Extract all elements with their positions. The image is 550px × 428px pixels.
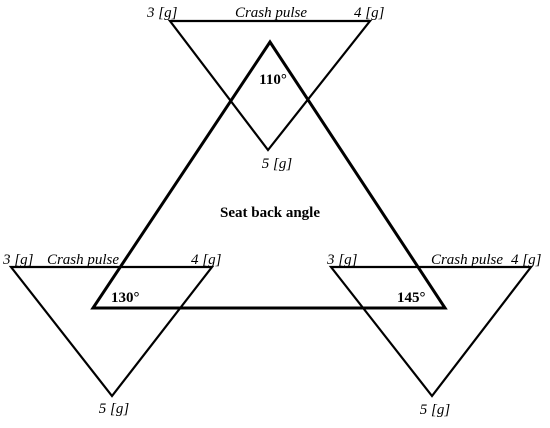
top-pulse-left-value: 3 [g] bbox=[146, 5, 178, 21]
seat-back-angle-title: Seat back angle bbox=[220, 205, 320, 221]
right-pulse-right-value: 4 [g] bbox=[511, 252, 542, 268]
crash-pulse-triangle-left bbox=[8, 265, 215, 398]
angle-left-label: 130° bbox=[111, 290, 140, 306]
top-pulse-bottom-value: 5 [g] bbox=[262, 156, 293, 172]
left-pulse-right-value: 4 [g] bbox=[191, 252, 222, 268]
right-pulse-title: Crash pulse bbox=[431, 252, 503, 268]
angle-right-label: 145° bbox=[397, 290, 426, 306]
right-pulse-bottom-value: 5 [g] bbox=[420, 402, 451, 418]
seat-back-angle-triangle bbox=[90, 39, 448, 310]
angle-top-label: 110° bbox=[259, 72, 287, 88]
right-pulse-left-value: 3 [g] bbox=[326, 252, 358, 268]
top-pulse-title: Crash pulse bbox=[235, 5, 307, 21]
crash-pulse-triangle-top bbox=[167, 19, 373, 152]
top-pulse-right-value: 4 [g] bbox=[354, 5, 385, 21]
left-pulse-title: Crash pulse bbox=[47, 252, 119, 268]
crash-pulse-triangle-right bbox=[328, 265, 534, 398]
left-pulse-left-value: 3 [g] bbox=[2, 252, 34, 268]
left-pulse-bottom-value: 5 [g] bbox=[99, 401, 130, 417]
